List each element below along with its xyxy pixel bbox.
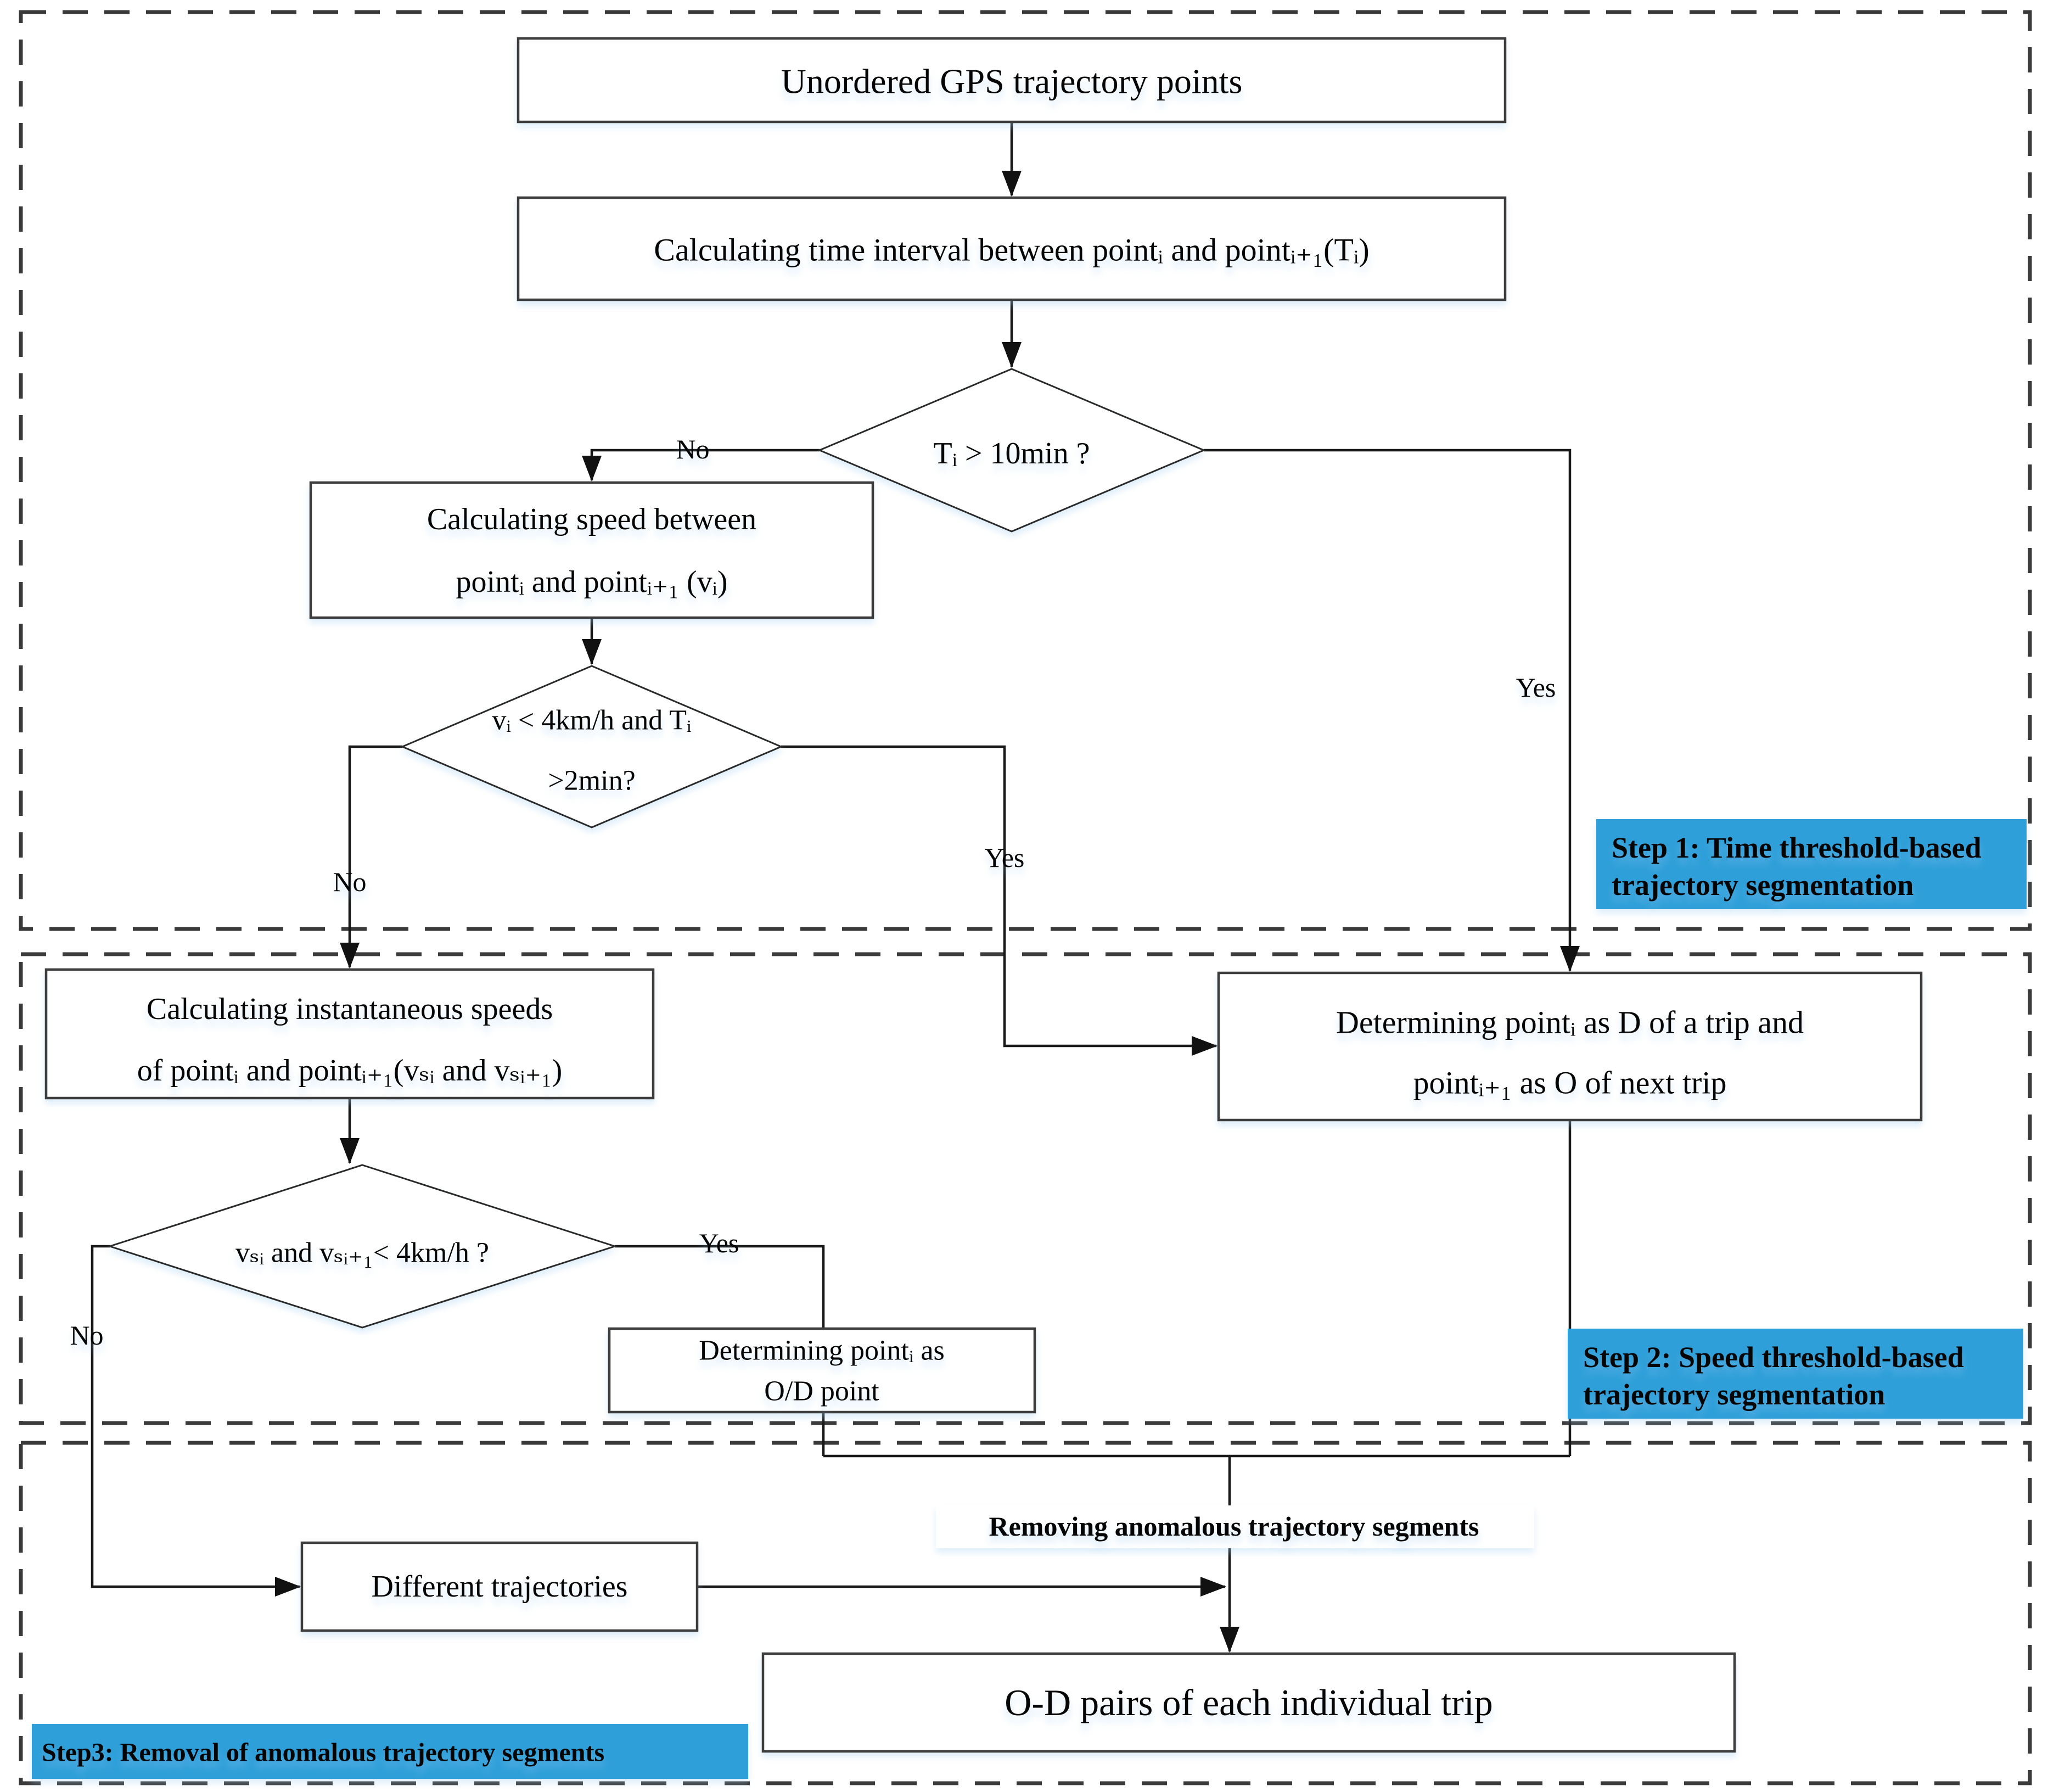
decision-instantaneous-speed	[107, 1164, 618, 1329]
label-yes3: Yes	[699, 1228, 739, 1258]
node-calc-speed-text-line1: Calculating speed between	[427, 502, 756, 536]
arrow-yes2-to-determine-d	[781, 745, 1218, 1056]
step3-label-text: Step3: Removal of anomalous trajectory s…	[42, 1738, 604, 1767]
node-od-pairs	[761, 1652, 1736, 1753]
node-od-point-text-line2: O/D point	[764, 1376, 879, 1407]
step2-region-border	[19, 952, 2032, 1425]
decision-speed-time-text-line1: vᵢ < 4km/h and Tᵢ	[492, 705, 692, 736]
node-unordered-gps-text: Unordered GPS trajectory points	[781, 62, 1243, 101]
decision-instantaneous-speed-text: vₛᵢ and vₛᵢ₊₁< 4km/h ?	[235, 1237, 489, 1269]
line-yes3-to-odpoint	[615, 1245, 825, 1329]
label-no2: No	[333, 866, 366, 897]
label-no1: No	[676, 434, 709, 464]
decision-time-threshold-text: Tᵢ > 10min ?	[934, 436, 1090, 471]
node-texts: Unordered GPS trajectory points Calculat…	[42, 62, 1982, 1767]
arrow-yes1-to-determine-d	[1204, 449, 1580, 972]
label-removing-anomalous: Removing anomalous trajectory segments	[989, 1511, 1479, 1542]
arrow-no2-to-calcinstantaneous	[340, 745, 402, 969]
node-unordered-gps	[517, 37, 1507, 124]
node-od-point	[608, 1327, 1036, 1414]
removing-label-backdrop	[936, 1505, 1534, 1548]
decision-time-threshold	[817, 368, 1206, 533]
step1-region-border	[19, 10, 2032, 931]
node-time-interval	[517, 196, 1507, 301]
step1-label-box	[1596, 819, 2027, 909]
step2-label-line2: trajectory segmentation	[1583, 1378, 1885, 1411]
node-time-interval-text: Calculating time interval between pointᵢ…	[654, 232, 1369, 268]
arrow-no3-to-different-trajectories	[91, 1245, 301, 1597]
node-calc-instantaneous-text-line1: Calculating instantaneous speeds	[147, 992, 553, 1026]
step3-region-border	[19, 1441, 2032, 1785]
node-calc-instantaneous-text-line2: of pointᵢ and pointᵢ₊₁(vₛᵢ and vₛᵢ₊₁)	[137, 1054, 562, 1088]
label-yes1: Yes	[1516, 672, 1556, 703]
node-different-trajectories	[300, 1541, 699, 1632]
node-calc-speed-text-line2: pointᵢ and pointᵢ₊₁ (vᵢ)	[456, 565, 728, 599]
node-shapes	[32, 37, 2027, 1779]
connectors	[91, 122, 1580, 1653]
node-od-point-text-line1: Determining pointᵢ as	[699, 1335, 945, 1367]
node-calc-instantaneous	[44, 968, 655, 1100]
step2-label-line1: Step 2: Speed threshold-based	[1583, 1341, 1964, 1374]
node-calc-speed	[309, 481, 874, 619]
node-determine-d-trip	[1217, 971, 1923, 1122]
node-different-trajectories-text: Different trajectories	[372, 1570, 628, 1604]
step1-label-line1: Step 1: Time threshold-based	[1612, 831, 1982, 864]
step2-label-box	[1568, 1329, 2023, 1419]
node-determine-d-trip-text-line1: Determining pointᵢ as D of a trip and	[1336, 1005, 1804, 1040]
decision-speed-time	[400, 665, 783, 828]
step3-label-box	[32, 1724, 748, 1779]
label-no3: No	[70, 1320, 103, 1351]
label-yes2: Yes	[985, 842, 1025, 873]
node-od-pairs-text: O-D pairs of each individual trip	[1005, 1682, 1492, 1723]
step1-label-line2: trajectory segmentation	[1612, 869, 1914, 901]
arrow-no1-to-calcspeed	[582, 449, 820, 482]
node-determine-d-trip-text-line2: pointᵢ₊₁ as O of next trip	[1413, 1065, 1727, 1101]
decision-speed-time-text-line2: >2min?	[548, 765, 635, 797]
